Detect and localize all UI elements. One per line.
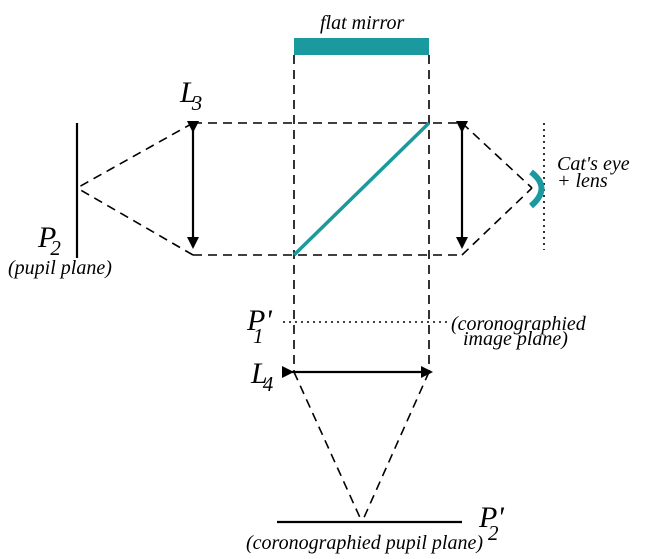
label-p1-sub: 1 (253, 324, 264, 348)
label-p1-prime: P' (246, 304, 272, 337)
ray-to-p2prime-left (293, 371, 363, 523)
label-plus-lens: + lens (557, 170, 608, 192)
label-l3: L3 (179, 76, 202, 115)
beam-splitter (292, 121, 431, 257)
label-p2-prime: P' (478, 501, 504, 534)
ray-to-catseye-bottom (461, 187, 533, 256)
ray-to-p2prime-right (361, 371, 430, 523)
ray-to-p2-top (76, 122, 194, 189)
label-l4: L4 (250, 357, 274, 396)
label-p2-prime-sub: 2 (488, 521, 499, 545)
catseye-mirror (528, 169, 545, 209)
label-coronographied-1: (coronographied (451, 313, 587, 335)
ray-to-catseye-top (461, 122, 533, 189)
label-coronographied-pupil-plane: (coronographied pupil plane) (246, 532, 483, 554)
flat-mirror (294, 38, 429, 55)
label-cats-eye: Cat's eye (557, 153, 630, 175)
ray-to-p2-bottom (76, 187, 194, 256)
flat-mirror-label: flat mirror (320, 12, 404, 34)
label-pupil-plane: (pupil plane) (8, 257, 112, 279)
label-p2: P2 (37, 221, 61, 260)
label-coronographied-2: image plane) (463, 328, 568, 350)
